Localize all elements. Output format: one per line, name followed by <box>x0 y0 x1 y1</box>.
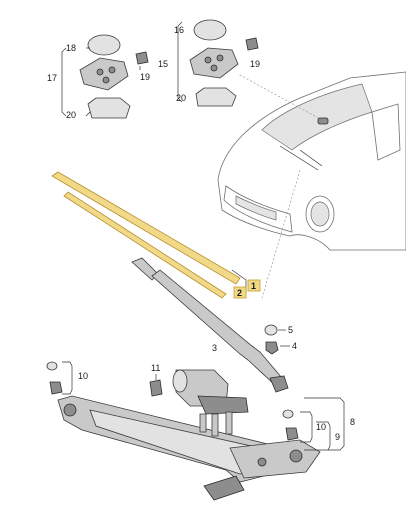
nut-4 <box>265 341 279 355</box>
wiper-arm: 3 <box>131 257 289 393</box>
callout-4: 4 <box>292 341 297 351</box>
callout-17: 17 <box>47 73 57 83</box>
linkage-fasteners-right: 10 9 8 <box>282 397 355 451</box>
callout-18: 18 <box>66 43 76 53</box>
callout-10b: 10 <box>316 422 326 432</box>
bracket-20b <box>195 87 237 107</box>
rain-sensor-on-windshield <box>317 117 329 125</box>
callout-8: 8 <box>350 417 355 427</box>
connector-19b <box>245 37 259 51</box>
wiper-linkage <box>57 395 321 501</box>
callout-16: 16 <box>174 25 184 35</box>
arm-fasteners: 5 4 <box>264 324 297 355</box>
wiper-blade-2 <box>63 191 227 299</box>
wiper-motor: 11 <box>149 363 249 437</box>
callout-11: 11 <box>151 363 160 373</box>
connector-19a <box>135 51 149 65</box>
callout-9: 9 <box>335 432 340 442</box>
wiper-blade-1 <box>51 171 241 285</box>
callout-box-1 <box>247 279 261 292</box>
sensor-housing-15 <box>189 47 239 79</box>
rain-sensor-group-right: 16 15 19 20 <box>158 19 260 107</box>
callout-10a: 10 <box>78 371 88 381</box>
callout-box-2 <box>233 286 247 299</box>
sensor-pad-16 <box>193 19 227 41</box>
car-illustration <box>217 71 406 251</box>
callout-20a: 20 <box>66 110 76 120</box>
callout-19a: 19 <box>140 72 150 82</box>
bracket-20a <box>87 97 131 119</box>
callout-15: 15 <box>158 59 168 69</box>
wiper-blade-set: 1 2 <box>51 171 261 299</box>
cap-5 <box>264 324 278 336</box>
sensor-housing-17 <box>79 57 129 91</box>
sensor-pad-18 <box>87 34 121 56</box>
callout-5: 5 <box>288 325 293 335</box>
callout-3: 3 <box>212 343 217 353</box>
rubber-mount-11 <box>149 379 163 397</box>
callout-19b: 19 <box>250 59 260 69</box>
callout-20b: 20 <box>176 93 186 103</box>
callout-2: 2 <box>237 288 242 298</box>
rain-sensor-group-left: 18 17 19 20 <box>47 34 150 120</box>
linkage-fasteners-left: 10 <box>46 361 88 395</box>
callout-1: 1 <box>251 281 256 291</box>
